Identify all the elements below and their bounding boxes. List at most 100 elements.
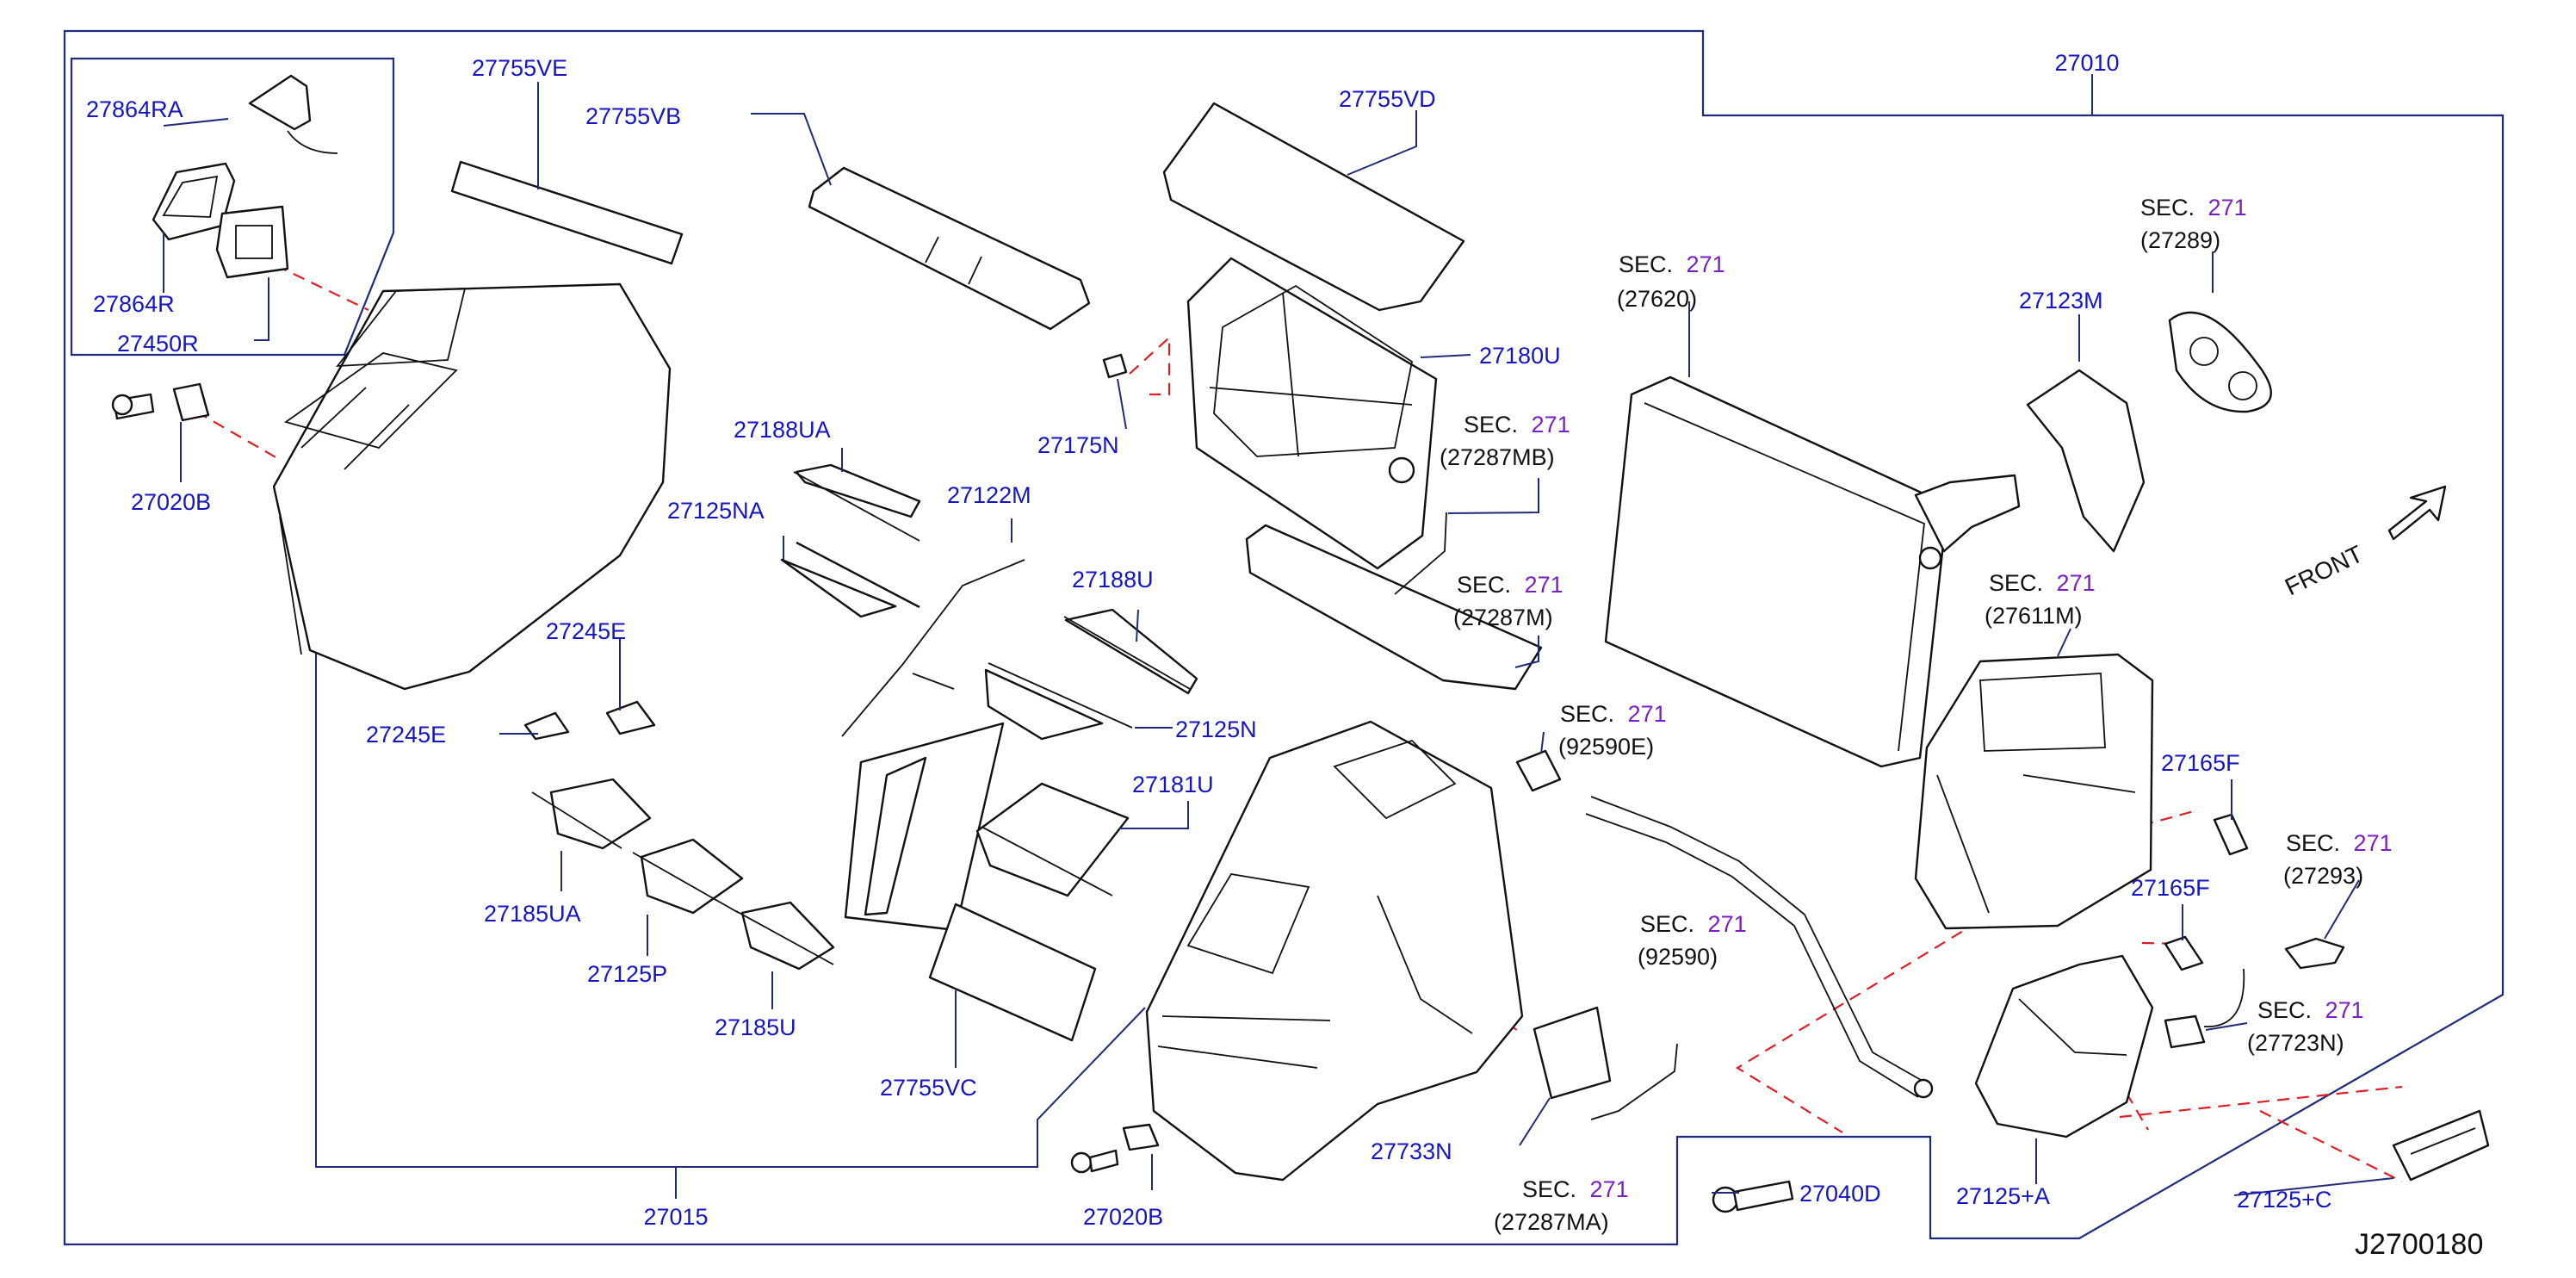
resistor-connector-27864RA — [248, 74, 338, 154]
label-27180U: 27180U — [1479, 343, 1561, 369]
label-27864R: 27864R — [93, 291, 175, 317]
label-27122M: 27122M — [947, 482, 1031, 508]
link-27122M — [841, 559, 1025, 737]
sec-label-27620: SEC. 271 — [1619, 251, 1725, 277]
label-27125C: 27125+C — [2237, 1187, 2331, 1213]
assembly-outline-27010 — [63, 29, 2505, 1246]
connector-27723N — [2164, 968, 2245, 1049]
label-27181U: 27181U — [1132, 772, 1214, 797]
sec-ref-27293: (27293) — [2283, 863, 2363, 889]
heater-case-main — [1145, 720, 1524, 1182]
link-27175N — [1102, 353, 1128, 379]
sec-label-92590: SEC. 271 — [1640, 911, 1747, 937]
resistor-27450R — [215, 205, 289, 279]
duct-lower-front — [1245, 512, 1543, 691]
screw-27020B-bottom — [1070, 1149, 1119, 1174]
sensor-27293 — [2284, 937, 2345, 970]
label-27020B-left: 27020B — [131, 489, 211, 515]
sec-label-27723N: SEC. 271 — [2257, 997, 2364, 1023]
grille-27125C — [2392, 1109, 2490, 1182]
frame-27180U — [1186, 257, 1438, 570]
clip-27020B-left — [172, 382, 210, 422]
sec-label-27287M: SEC. 271 — [1457, 572, 1564, 598]
door-27125NA — [780, 541, 920, 618]
label-27245E-b: 27245E — [366, 722, 446, 748]
label-27123M: 27123M — [2019, 288, 2103, 313]
sec-label-27611M: SEC. 271 — [1989, 570, 2096, 596]
label-27188UA: 27188UA — [734, 417, 831, 443]
sec-ref-27287MB: (27287MB) — [1440, 444, 1555, 470]
screw-27020B-left — [111, 393, 155, 420]
filter-27181U — [975, 782, 1130, 897]
label-27165F-a: 27165F — [2161, 750, 2240, 776]
duct-27755VE — [450, 160, 684, 265]
label-27755VD: 27755VD — [1339, 86, 1436, 112]
sec-label-27287MB: SEC. 271 — [1464, 412, 1570, 437]
duct-27755VD — [1162, 102, 1465, 312]
assembly-outline-27015 — [315, 637, 1146, 1199]
label-27125P: 27125P — [587, 961, 667, 987]
sec-ref-92590: (92590) — [1638, 944, 1718, 970]
diagram-code: J2700180 — [2355, 1228, 2483, 1261]
panel-27755VC-upper — [844, 722, 1005, 932]
label-27755VE: 27755VE — [472, 55, 567, 81]
sec-ref-27289: (27289) — [2140, 227, 2220, 253]
label-27755VC: 27755VC — [880, 1075, 977, 1101]
label-27125N: 27125N — [1175, 717, 1257, 742]
sec-ref-27723N: (27723N) — [2247, 1030, 2344, 1056]
resistor-27864R — [152, 162, 236, 241]
label-27015: 27015 — [643, 1204, 708, 1230]
clips-27245E — [523, 700, 656, 741]
bracket-27123M — [2026, 369, 2146, 553]
clip-27020B-bottom — [1122, 1123, 1160, 1151]
doors-27185UA-27125P-27185U — [531, 778, 835, 971]
door-27188U — [1063, 608, 1198, 695]
sec-label-27289: SEC. 271 — [2140, 195, 2247, 220]
resistor-inset-box — [70, 57, 395, 357]
door-27125N — [984, 662, 1133, 741]
label-27165F-b: 27165F — [2131, 875, 2210, 901]
sec-label-27287MA: SEC. 271 — [1522, 1176, 1629, 1202]
label-27175N: 27175N — [1037, 432, 1119, 458]
label-27010: 27010 — [2054, 50, 2119, 76]
grommet-27289 — [2168, 311, 2272, 413]
screw-27040D — [1712, 1180, 1794, 1213]
label-27125A: 27125+A — [1956, 1183, 2050, 1209]
sec-label-27293: SEC. 271 — [2286, 830, 2393, 856]
label-27185UA: 27185UA — [484, 901, 581, 927]
heater-case-left-half — [272, 282, 672, 691]
case-27125A — [1974, 954, 2154, 1138]
evaporator-27620 — [1604, 375, 2021, 768]
sec-ref-92590E: (92590E) — [1558, 734, 1654, 760]
label-27040D: 27040D — [1799, 1181, 1881, 1207]
front-label: FRONT — [2281, 540, 2367, 600]
label-27188U: 27188U — [1072, 567, 1154, 592]
label-27185U: 27185U — [715, 1014, 796, 1040]
clip-92590E — [1515, 749, 1562, 792]
blower-case-27611M — [1914, 653, 2154, 930]
label-27733N: 27733N — [1371, 1138, 1452, 1164]
section-references: SEC. 271 (27620) SEC. 271 (27289) SEC. 2… — [1440, 195, 2393, 1235]
label-27020B-bottom: 27020B — [1083, 1204, 1163, 1230]
label-27755VB: 27755VB — [585, 103, 681, 129]
screw-27165F-lower — [2164, 935, 2204, 971]
label-27125NA: 27125NA — [667, 498, 765, 524]
sec-ref-27287MA: (27287MA) — [1494, 1209, 1609, 1235]
label-27450R: 27450R — [117, 331, 199, 357]
door-27188UA — [793, 463, 921, 542]
duct-27755VB — [808, 166, 1091, 331]
label-27864RA: 27864RA — [86, 96, 183, 122]
actuator-27733N — [1533, 1006, 1678, 1120]
screw-27165F-upper — [2213, 813, 2249, 856]
sec-label-92590E: SEC. 271 — [1560, 701, 1667, 727]
panel-27755VC — [928, 903, 1097, 1042]
pipe-92590 — [1585, 796, 1934, 1099]
sec-ref-27620: (27620) — [1617, 286, 1697, 312]
leader-lines — [163, 82, 2394, 1196]
front-arrow-icon — [2387, 485, 2447, 541]
sec-ref-27611M: (27611M) — [1985, 603, 2083, 629]
part-labels: 27010 27015 27864RA 27864R 27450R 27755V… — [86, 50, 2331, 1230]
sec-ref-27287M: (27287M) — [1453, 605, 1553, 630]
label-27245E-a: 27245E — [546, 618, 626, 644]
